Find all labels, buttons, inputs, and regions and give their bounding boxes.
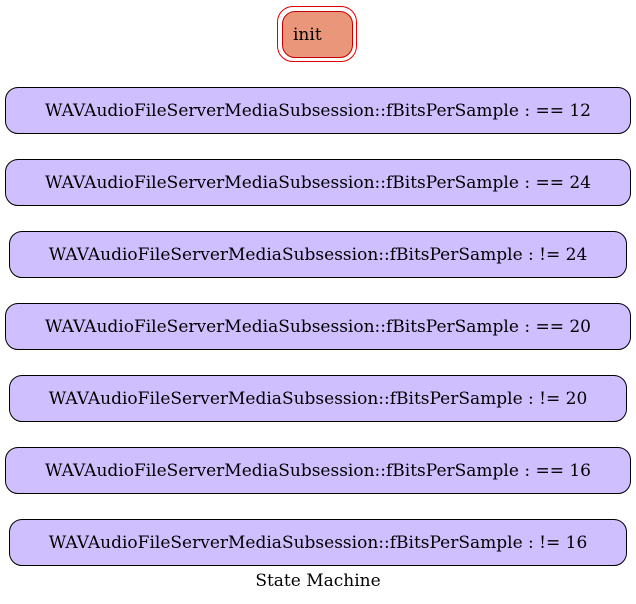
state-node-neq-20: WAVAudioFileServerMediaSubsession::fBits… [9,375,627,422]
state-node-neq-24: WAVAudioFileServerMediaSubsession::fBits… [9,231,627,278]
state-label-eq-16: WAVAudioFileServerMediaSubsession::fBits… [44,460,591,481]
init-state-outer-border [277,6,357,62]
init-state-node: init [282,11,353,58]
state-node-neq-16: WAVAudioFileServerMediaSubsession::fBits… [9,519,627,566]
state-node-eq-16: WAVAudioFileServerMediaSubsession::fBits… [5,447,631,494]
state-label-neq-16: WAVAudioFileServerMediaSubsession::fBits… [48,532,588,553]
state-label-neq-24: WAVAudioFileServerMediaSubsession::fBits… [48,244,588,265]
state-label-eq-24: WAVAudioFileServerMediaSubsession::fBits… [44,172,591,193]
state-label-eq-20: WAVAudioFileServerMediaSubsession::fBits… [44,316,591,337]
state-node-eq-20: WAVAudioFileServerMediaSubsession::fBits… [5,303,631,350]
diagram-caption: State Machine [255,571,381,591]
state-label-eq-12: WAVAudioFileServerMediaSubsession::fBits… [44,100,591,121]
state-label-neq-20: WAVAudioFileServerMediaSubsession::fBits… [48,388,588,409]
init-state-label: init [293,24,322,45]
state-node-eq-12: WAVAudioFileServerMediaSubsession::fBits… [5,87,631,134]
state-node-eq-24: WAVAudioFileServerMediaSubsession::fBits… [5,159,631,206]
